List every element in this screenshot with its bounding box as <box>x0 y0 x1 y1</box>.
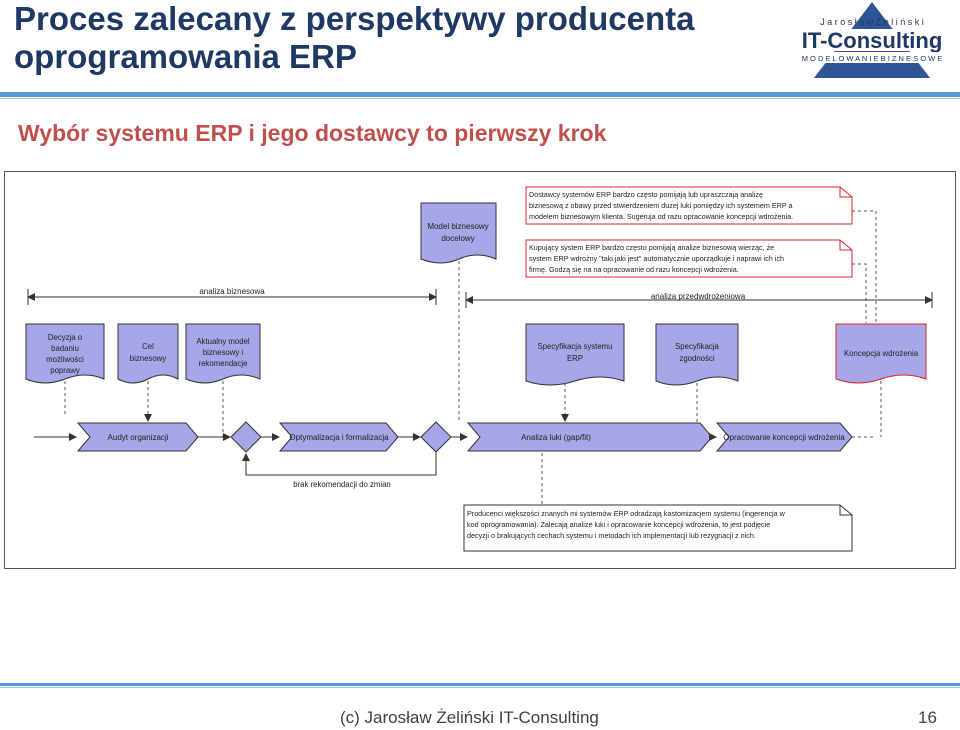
slide-title-line1: Proces zalecany z perspektywy producenta <box>14 0 695 37</box>
process-optymalizacja-label: Optymalizacja i formalizacja <box>289 433 389 442</box>
range-analiza-przedwdrozeniowa: analiza przedwdrożeniowa <box>465 292 933 308</box>
loop-brak-rekomendacji-label: brak rekomendacji do zmian <box>293 480 391 489</box>
doc-decyzja: Decyzja o badaniu możliwości poprawy <box>25 323 105 384</box>
note2-connector <box>852 263 867 323</box>
doc-specyfikacja-zgodnosci: Specyfikacja zgodności <box>655 323 739 386</box>
range-analiza-biznesowa-label: analiza biznesowa <box>199 287 265 296</box>
note-dostawcy-line3: modelem biznesowym klienta. Sugeruja od … <box>529 212 793 221</box>
range-analiza-biznesowa: analiza biznesowa <box>27 287 437 305</box>
process-diagram: Model biznesowy docelowy Dostawcy system… <box>4 171 956 569</box>
process-analiza-luki-label: Analiza luki (gap/fit) <box>521 433 591 442</box>
page-number: 16 <box>918 708 937 727</box>
process-optymalizacja: Optymalizacja i formalizacja <box>278 422 399 452</box>
it-consulting-logo: J a r o s ł a w Ż e l i ń s k i IT-Consu… <box>790 2 955 78</box>
range-analiza-przedwdrozeniowa-label: analiza przedwdrożeniowa <box>651 292 746 301</box>
process-analiza-luki: Analiza luki (gap/fit) <box>466 422 713 452</box>
loop-brak-rekomendacji <box>242 452 437 476</box>
note-dostawcy-line2: biznesową z obawy przed stwierdzeniem du… <box>529 201 793 210</box>
slide-title: Proces zalecany z perspektywy producenta… <box>14 0 774 76</box>
doc-aktualny-line2: biznesowy i <box>203 348 244 357</box>
logo-brand: IT-Consulting <box>802 28 943 53</box>
doc-cel-line2: biznesowy <box>130 354 167 363</box>
note1-connector <box>852 210 877 323</box>
doc-koncepcja-line1: Koncepcja wdrożenia <box>844 349 919 358</box>
note-producenci-line3: decyzji o brakujących cechach systemu i … <box>467 531 756 540</box>
doc-aktualny-line3: rekomendacje <box>199 359 248 368</box>
process-audyt: Audyt organizacji <box>76 422 199 452</box>
logo-brand-band <box>790 29 955 51</box>
note-kupujacy-line1: Kupujący system ERP bardzo często pomija… <box>529 243 774 252</box>
doc-decyzja-line1: Decyzja o <box>48 333 83 342</box>
slide-title-line2: oprogramowania ERP <box>14 38 357 75</box>
doc-spec-zgod-line2: zgodności <box>679 354 714 363</box>
doc-cel-line1: Cel <box>142 342 154 351</box>
doc-decyzja-line4: poprawy <box>50 366 80 375</box>
header-rule <box>0 92 960 97</box>
note-producenci-line1: Producenci większości znanych mi systemó… <box>467 509 786 518</box>
doc-aktualny-line1: Aktualny model <box>196 337 250 346</box>
note-producenci-line2: kod oprogramowania). Zalecają analize lu… <box>467 520 770 529</box>
header-rule-thin <box>0 98 960 99</box>
process-opracowanie-label: Opracowanie koncepcji wdrożenia <box>723 433 845 442</box>
doc-model-docelowy: Model biznesowy docelowy <box>420 202 497 264</box>
process-audyt-label: Audyt organizacji <box>108 433 169 442</box>
doc-spec-erp-line1: Specyfikacja systemu <box>538 342 613 351</box>
doc-spec-zgod-line1: Specyfikacja <box>675 342 719 351</box>
doc-decyzja-line2: badaniu <box>51 344 79 353</box>
doc-spec-erp-line2: ERP <box>567 354 583 363</box>
process-opracowanie: Opracowanie koncepcji wdrożenia <box>715 422 853 452</box>
doc-model-docelowy-line1: Model biznesowy <box>427 222 488 231</box>
doc-koncepcja-wdrozenia: Koncepcja wdrożenia <box>835 323 927 384</box>
footer-copyright: (c) Jarosław Żeliński IT-Consulting <box>340 708 599 727</box>
doc-cel: Cel biznesowy <box>117 323 179 384</box>
doc-specyfikacja-erp: Specyfikacja systemu ERP <box>525 323 625 386</box>
note-kupujacy: Kupujący system ERP bardzo często pomija… <box>525 239 853 278</box>
footer-rule-thin <box>0 687 960 688</box>
note-dostawcy: Dostawcy systemów ERP bardzo często pomi… <box>525 186 853 225</box>
logo-tagline-band <box>790 52 955 63</box>
note-kupujacy-line3: firmę. Godzą się na na opracowanie od ra… <box>529 265 739 274</box>
logo-name: J a r o s ł a w Ż e l i ń s k i <box>820 17 924 27</box>
doc-model-docelowy-line2: docelowy <box>441 234 474 243</box>
note-dostawcy-line1: Dostawcy systemów ERP bardzo często pomi… <box>529 190 763 199</box>
note-kupujacy-line2: system ERP wdrożny "taki jaki jest" auto… <box>529 254 784 263</box>
gateway-1 <box>230 421 262 453</box>
logo-tagline: M O D E L O W A N I E B I Z N E S O W E <box>802 54 943 63</box>
note-producenci: Producenci większości znanych mi systemó… <box>463 504 853 552</box>
doc-aktualny-model: Aktualny model biznesowy i rekomendacje <box>185 323 261 384</box>
footer-rule <box>0 683 960 686</box>
slide-subtitle: Wybór systemu ERP i jego dostawcy to pie… <box>18 120 607 146</box>
doc-decyzja-line3: możliwości <box>46 355 84 364</box>
